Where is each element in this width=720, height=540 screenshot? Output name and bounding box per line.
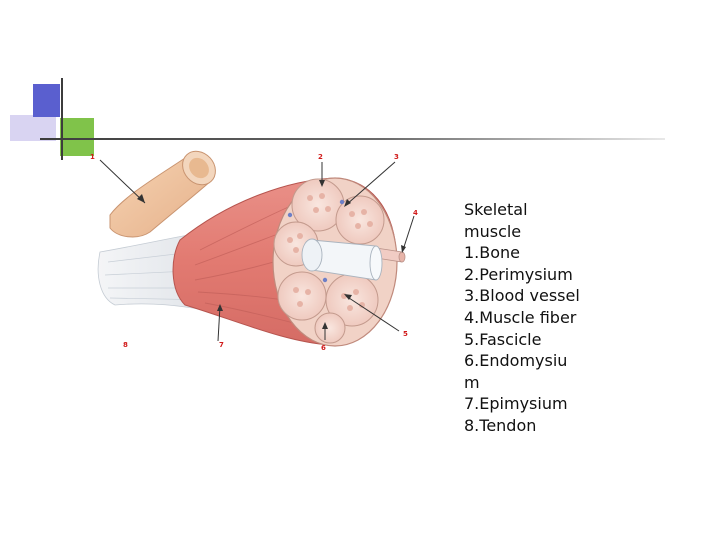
legend-item: 8.Tendon — [464, 415, 537, 435]
legend-item: 6.Endomysiu — [464, 351, 568, 371]
legend-item: m — [464, 372, 480, 392]
decor-green-square — [60, 118, 94, 156]
callout-2: 2 — [318, 153, 323, 161]
callout-6: 6 — [321, 344, 326, 352]
bone — [109, 150, 216, 238]
callout-7: 7 — [219, 341, 224, 349]
legend-item: 4.Muscle fiber — [464, 307, 577, 327]
legend-title-line2: muscle — [464, 221, 522, 241]
callout-5: 5 — [403, 330, 408, 338]
legend-item: 3.Blood vessel — [464, 286, 580, 306]
callout-1: 1 — [90, 153, 95, 161]
decor-horizontal-rule — [40, 138, 665, 140]
callout-8: 8 — [123, 341, 128, 349]
callout-4: 4 — [413, 209, 418, 217]
legend-item: 1.Bone — [464, 243, 521, 263]
legend-title-line1: Skeletal — [464, 200, 528, 219]
decor-blue-square — [33, 84, 60, 117]
decor-lavender-square — [10, 115, 56, 141]
legend: Skeletal muscle 1.Bone 2.Perimysium 3.Bl… — [464, 199, 594, 437]
callout-arrowheads — [137, 180, 406, 329]
decor-vertical-rule — [61, 78, 63, 160]
extracted-fascicle — [301, 238, 406, 281]
callout-arrows — [99, 159, 415, 342]
legend-item: 2.Perimysium — [464, 264, 573, 284]
callout-3: 3 — [394, 153, 399, 161]
legend-item: 5.Fascicle — [464, 329, 542, 349]
legend-item: 7.Epimysium — [464, 394, 568, 414]
